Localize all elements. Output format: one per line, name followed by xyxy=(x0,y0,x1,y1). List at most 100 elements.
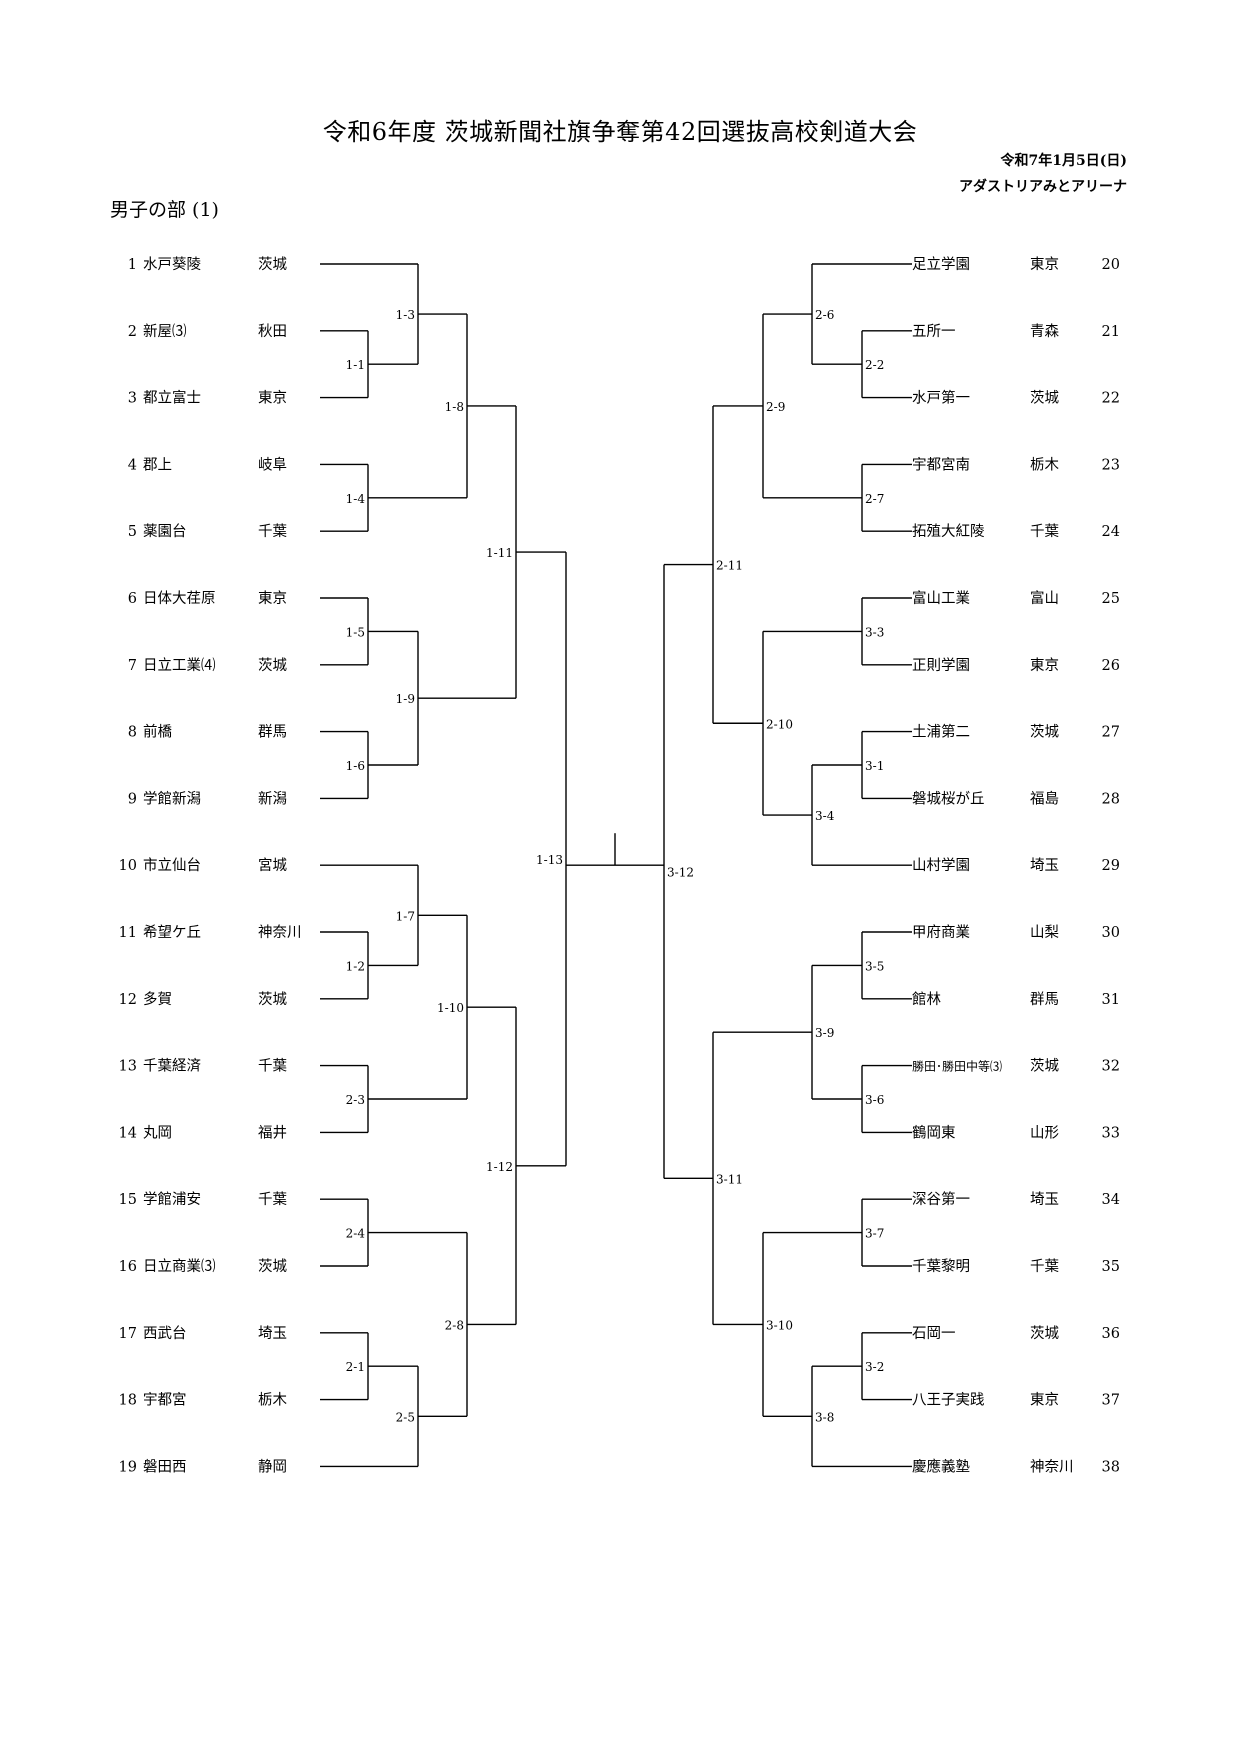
team-prefecture: 埼玉 xyxy=(1030,1191,1059,1208)
team-number: 22 xyxy=(1102,391,1120,407)
match-label: 1-2 xyxy=(346,959,365,973)
match-label: 3-3 xyxy=(865,625,884,639)
team-school: 拓殖大紅陵 xyxy=(912,523,985,540)
team-school: 新屋⑶ xyxy=(143,323,187,340)
team-prefecture: 東京 xyxy=(258,390,287,407)
match-label: 1-4 xyxy=(346,492,366,506)
match-label: 1-8 xyxy=(445,400,464,414)
team-number: 26 xyxy=(1102,658,1120,674)
team-number: 35 xyxy=(1102,1259,1120,1275)
match-label: 2-4 xyxy=(346,1227,366,1241)
team-number: 37 xyxy=(1102,1393,1120,1409)
team-school: 市立仙台 xyxy=(143,857,201,874)
team-number: 18 xyxy=(119,1393,137,1409)
match-label: 3-2 xyxy=(865,1360,884,1374)
match-label: 1-10 xyxy=(437,1001,464,1015)
team-prefecture: 福井 xyxy=(258,1124,287,1141)
team-school: 郡上 xyxy=(143,456,172,473)
team-school: 水戸葵陵 xyxy=(143,256,201,273)
team-number: 21 xyxy=(1102,324,1120,340)
team-number: 17 xyxy=(119,1326,137,1342)
team-number: 36 xyxy=(1102,1326,1120,1342)
match-label: 2-8 xyxy=(445,1318,464,1332)
match-label: 2-7 xyxy=(865,492,884,506)
team-number: 11 xyxy=(119,925,137,941)
team-number: 29 xyxy=(1102,858,1120,874)
team-prefecture: 茨城 xyxy=(258,991,287,1008)
team-number: 4 xyxy=(128,457,137,473)
match-label: 3-1 xyxy=(865,759,884,773)
team-prefecture: 岐阜 xyxy=(258,456,287,473)
team-school: 山村学園 xyxy=(912,857,970,874)
team-number: 12 xyxy=(119,992,137,1008)
team-school: 丸岡 xyxy=(143,1124,172,1141)
team-school: 日立商業⑶ xyxy=(143,1258,216,1275)
match-label: 1-6 xyxy=(346,759,365,773)
team-school: 多賀 xyxy=(143,991,172,1008)
team-number: 10 xyxy=(119,858,137,874)
team-prefecture: 埼玉 xyxy=(258,1325,287,1342)
team-prefecture: 栃木 xyxy=(258,1392,287,1409)
team-school: 慶應義塾 xyxy=(912,1457,970,1475)
match-label: 1-11 xyxy=(486,546,513,560)
team-number: 5 xyxy=(128,524,137,540)
team-number: 2 xyxy=(128,324,137,340)
match-label: 3-9 xyxy=(815,1026,834,1040)
team-school: 磐田西 xyxy=(143,1458,187,1475)
team-school: 前橋 xyxy=(143,724,172,741)
team-prefecture: 青森 xyxy=(1030,323,1059,340)
team-number: 38 xyxy=(1102,1459,1120,1475)
team-prefecture: 千葉 xyxy=(1030,523,1059,540)
team-prefecture: 秋田 xyxy=(258,323,287,340)
match-label: 3-12 xyxy=(667,865,694,879)
match-label: 3-5 xyxy=(865,959,884,973)
team-prefecture: 茨城 xyxy=(1030,724,1059,741)
team-number: 32 xyxy=(1102,1059,1120,1075)
team-prefecture: 宮城 xyxy=(258,857,287,874)
team-number: 25 xyxy=(1102,591,1120,607)
team-prefecture: 千葉 xyxy=(258,1191,287,1208)
team-prefecture: 東京 xyxy=(1030,256,1059,273)
team-school: 館林 xyxy=(912,991,941,1008)
team-number: 30 xyxy=(1102,925,1120,941)
match-label: 1-9 xyxy=(396,692,415,706)
match-label: 3-6 xyxy=(865,1093,884,1107)
team-school: 日体大荏原 xyxy=(143,590,216,607)
match-label: 3-8 xyxy=(815,1410,834,1424)
match-label: 2-2 xyxy=(865,358,884,372)
team-school: 正則学園 xyxy=(912,657,970,674)
team-school: 宇都宮 xyxy=(143,1392,187,1409)
team-number: 6 xyxy=(128,591,137,607)
match-label: 1-1 xyxy=(346,358,365,372)
match-label: 2-1 xyxy=(346,1360,365,1374)
team-number: 1 xyxy=(128,257,137,273)
team-prefecture: 神奈川 xyxy=(258,924,302,941)
team-school: 希望ケ丘 xyxy=(143,924,201,941)
team-school: 富山工業 xyxy=(912,589,970,607)
team-number: 20 xyxy=(1102,257,1120,273)
team-school: 千葉黎明 xyxy=(912,1258,970,1275)
match-label: 2-9 xyxy=(766,400,785,414)
team-prefecture: 東京 xyxy=(1030,1392,1059,1409)
match-label: 1-7 xyxy=(396,909,415,923)
team-number: 24 xyxy=(1102,524,1120,540)
team-prefecture: 山形 xyxy=(1030,1124,1059,1141)
team-school: 日立工業⑷ xyxy=(143,657,216,674)
match-label: 1-13 xyxy=(536,853,563,867)
section-heading: 男子の部 (1) xyxy=(110,199,219,221)
match-label: 1-12 xyxy=(486,1160,513,1174)
team-prefecture: 東京 xyxy=(1030,657,1059,674)
team-prefecture: 茨城 xyxy=(258,1258,287,1275)
team-number: 28 xyxy=(1102,791,1120,807)
match-label: 1-3 xyxy=(396,308,415,322)
team-prefecture: 群馬 xyxy=(258,724,287,741)
team-prefecture: 静岡 xyxy=(258,1458,287,1475)
team-number: 27 xyxy=(1102,725,1120,741)
match-label: 2-5 xyxy=(396,1410,415,1424)
team-school: 甲府商業 xyxy=(912,924,970,941)
team-prefecture: 茨城 xyxy=(1030,1058,1059,1075)
event-venue: アダストリアみとアリーナ xyxy=(959,179,1127,195)
team-number: 14 xyxy=(119,1125,137,1141)
team-school: 西武台 xyxy=(143,1325,187,1342)
